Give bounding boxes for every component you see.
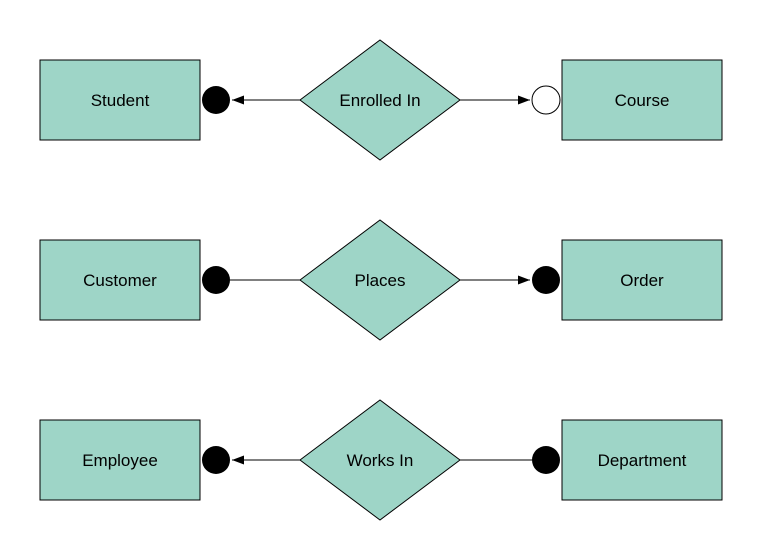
cardinality-dot-filled-icon: [202, 266, 230, 294]
relationship-row-customer-order: Customer Places Order: [39, 219, 723, 341]
entity-student: [39, 59, 201, 141]
entity-student-label: Student: [91, 91, 150, 110]
entity-customer-label: Customer: [83, 271, 157, 290]
entity-course-label: Course: [615, 91, 670, 110]
relationship-enrolled-in-label: Enrolled In: [339, 91, 420, 110]
entity-customer: [39, 239, 201, 321]
entity-department-label: Department: [598, 451, 687, 470]
entity-course: [561, 59, 723, 141]
entity-employee: [39, 419, 201, 501]
cardinality-dot-open-icon: [531, 85, 561, 115]
cardinality-dot-filled-icon: [532, 446, 560, 474]
relationship-works-in-label: Works In: [347, 451, 414, 470]
relationship-row-student-course: Student Enrolled In Course: [39, 39, 723, 161]
entity-order: [561, 239, 723, 321]
entity-order-label: Order: [620, 271, 664, 290]
cardinality-dot-filled-icon: [532, 266, 560, 294]
cardinality-dot-filled-icon: [202, 446, 230, 474]
relationship-row-employee-department: Employee Works In Department: [39, 399, 723, 521]
entity-department: [561, 419, 723, 501]
cardinality-dot-filled-icon: [202, 86, 230, 114]
entity-employee-label: Employee: [82, 451, 158, 470]
relationship-places-label: Places: [354, 271, 405, 290]
